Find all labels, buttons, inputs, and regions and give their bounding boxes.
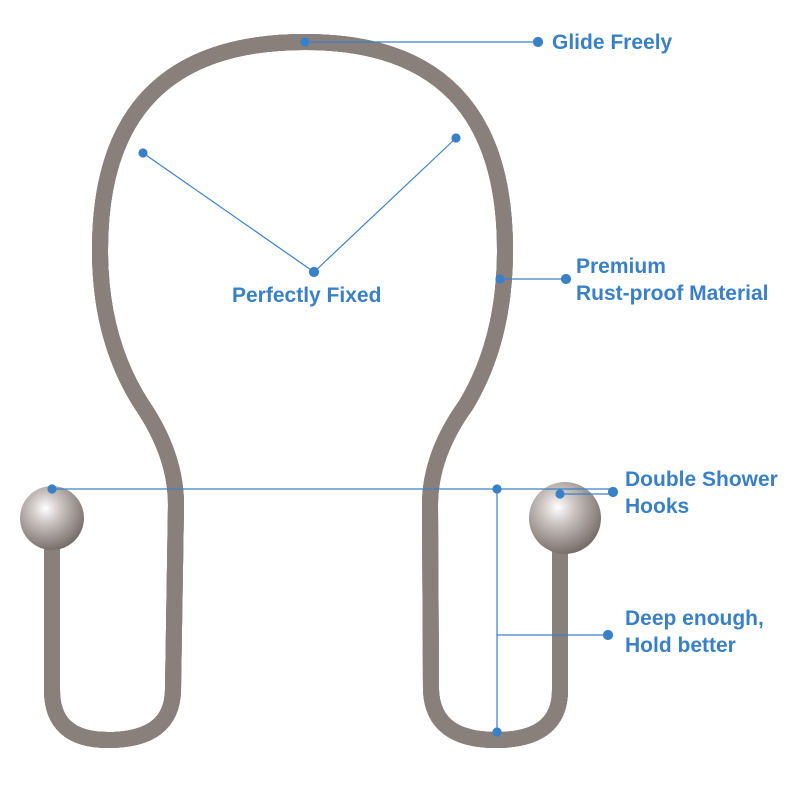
callout-lines (47, 36, 619, 737)
label-double-line1: Double Shower (625, 468, 778, 491)
label-perfectly-fixed: Perfectly Fixed (232, 284, 382, 307)
label-deep-line1: Deep enough, (625, 607, 764, 630)
label-premium-line2: Rust-proof Material (576, 282, 769, 305)
label-glide-freely: Glide Freely (552, 31, 673, 54)
label-premium-line1: Premium (576, 255, 666, 278)
right-ball (529, 482, 601, 554)
label-double-line2: Hooks (625, 495, 690, 518)
label-double-hooks: Double Shower Hooks (625, 466, 778, 520)
label-deep-enough: Deep enough, Hold better (625, 605, 764, 659)
label-deep-line2: Hold better (625, 634, 736, 657)
double-hook (44, 34, 568, 748)
label-premium: Premium Rust-proof Material (576, 253, 769, 307)
left-ball (20, 486, 84, 550)
